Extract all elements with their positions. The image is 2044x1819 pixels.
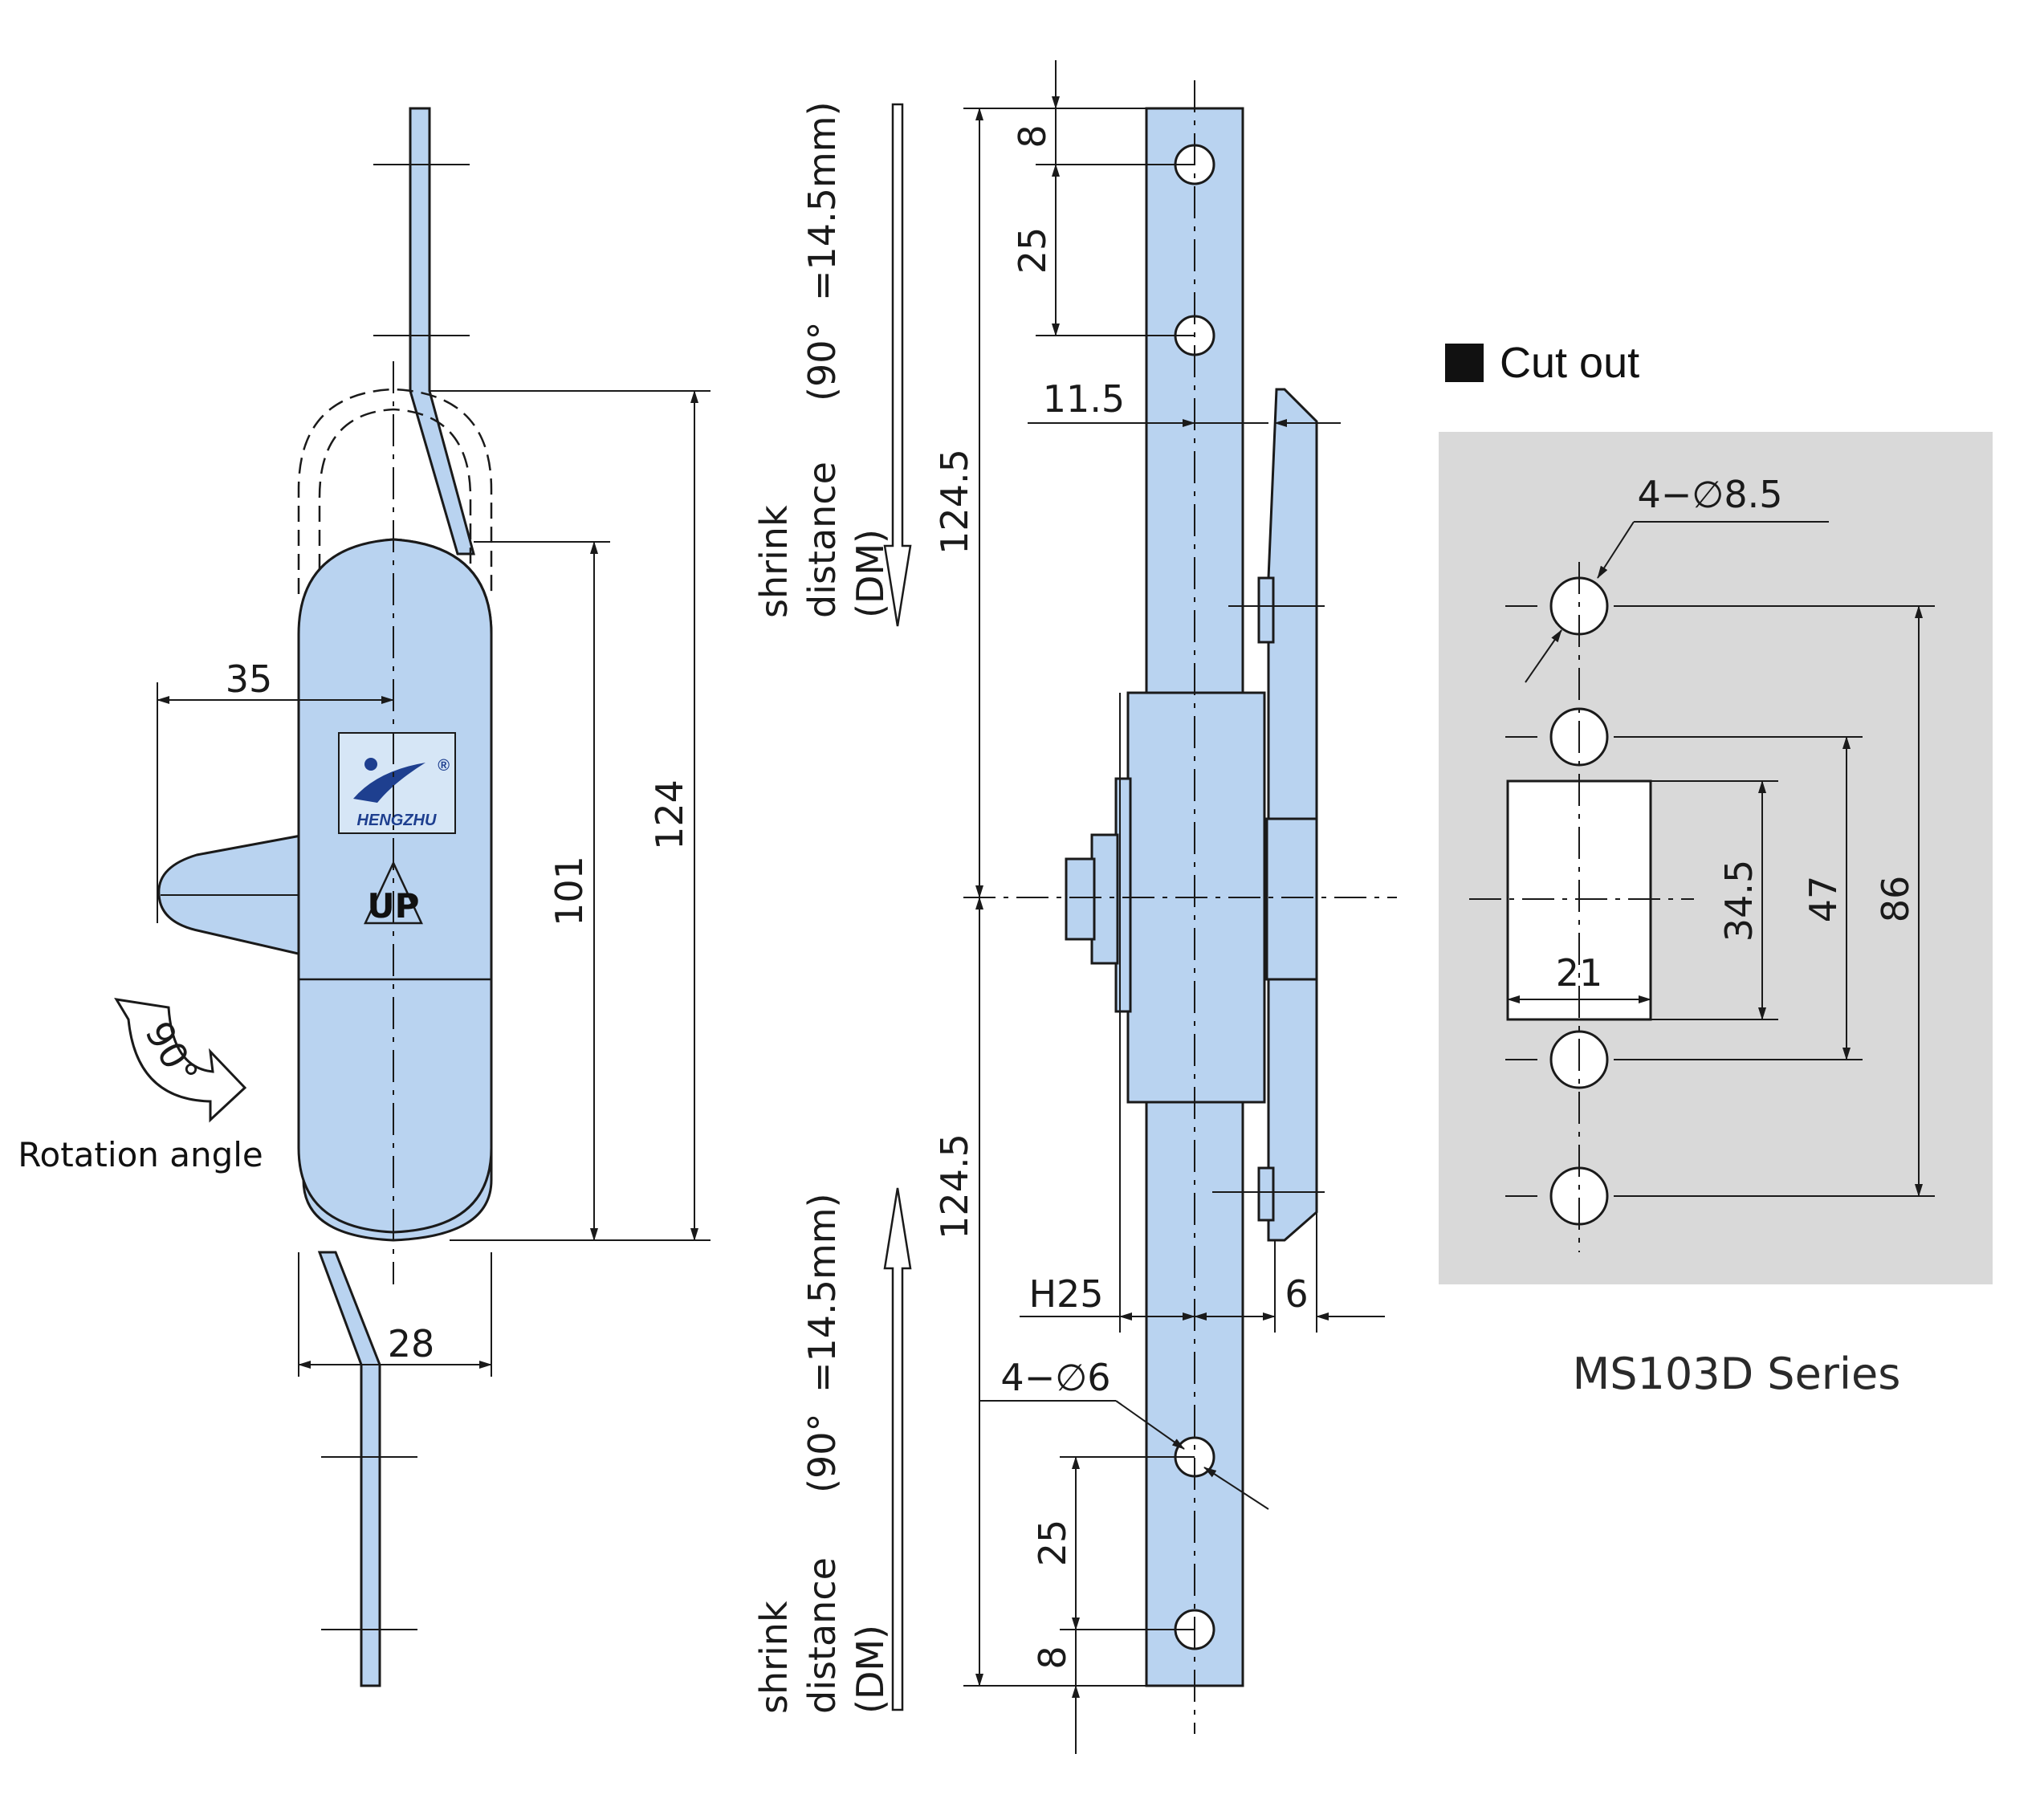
dim-25-top: 25 xyxy=(1011,227,1054,275)
front-view-lines xyxy=(883,60,1397,1754)
latch-plate xyxy=(1267,388,1318,1242)
brand-logo-icon xyxy=(353,763,425,803)
rotation-angle-label: Rotation angle xyxy=(18,1135,263,1174)
dim-8-top: 8 xyxy=(1011,124,1054,148)
brand-text: HENGZHU xyxy=(357,812,437,829)
dim-25-bottom: 25 xyxy=(1031,1520,1074,1567)
latch-lug-top xyxy=(1257,576,1275,644)
cutout-title-square xyxy=(1445,344,1484,382)
dim-6: 6 xyxy=(1285,1272,1308,1316)
dim-35: 35 xyxy=(226,657,273,701)
svg-text:=14.5mm): =14.5mm) xyxy=(800,101,844,301)
dim-101: 101 xyxy=(548,856,591,926)
svg-text:(DM): (DM) xyxy=(849,529,892,618)
nut xyxy=(1065,857,1096,941)
dim-8-bottom: 8 xyxy=(1031,1646,1074,1669)
cutout-dim-47: 47 xyxy=(1802,876,1845,923)
side-view xyxy=(157,107,493,1687)
svg-text:=14.5mm): =14.5mm) xyxy=(800,1193,844,1393)
rod-top xyxy=(409,107,475,555)
cutout-dim-34-5: 34.5 xyxy=(1717,860,1761,942)
shrink-arrow-down-icon xyxy=(883,103,912,627)
dim-124-5-bottom: 124.5 xyxy=(933,1133,976,1239)
cutout-lines xyxy=(1469,521,1935,1252)
shrink-label-top: shrink distance (DM) (90° =14.5mm) xyxy=(752,101,892,618)
handle-body xyxy=(297,538,493,1234)
dim-124-5-top: 124.5 xyxy=(933,449,976,555)
rotation-arrow-icon xyxy=(114,998,247,1123)
svg-text:shrink: shrink xyxy=(752,505,796,618)
cutout-drawing xyxy=(1506,576,1652,1226)
dim-11-5: 11.5 xyxy=(1043,377,1125,421)
cutout-dim-86: 86 xyxy=(1874,876,1917,923)
svg-text:(90°: (90° xyxy=(800,1414,844,1493)
brand-plate xyxy=(338,732,456,834)
rod-bottom xyxy=(317,1251,381,1687)
dim-28: 28 xyxy=(388,1322,435,1365)
cutout-dim-holes: 4−∅8.5 xyxy=(1637,473,1782,516)
shrink-label-bottom: shrink distance (DM) (90° =14.5mm) xyxy=(752,1193,892,1714)
series-label: MS103D Series xyxy=(1573,1349,1901,1399)
side-view-lines xyxy=(157,164,711,1630)
dim-holes-front: 4−∅6 xyxy=(1000,1356,1110,1399)
svg-text:shrink: shrink xyxy=(752,1601,796,1714)
cutout-dim-21: 21 xyxy=(1556,951,1603,995)
latch-lug-bottom xyxy=(1257,1166,1275,1222)
svg-text:distance: distance xyxy=(800,462,844,618)
svg-text:(90°: (90° xyxy=(800,322,844,401)
dim-h25: H25 xyxy=(1028,1272,1103,1316)
dim-124: 124 xyxy=(648,779,691,850)
cutout-title: Cut out xyxy=(1500,339,1639,387)
shrink-arrow-up-icon xyxy=(883,1187,912,1711)
latch-block xyxy=(1265,817,1318,981)
brand-mark: ® xyxy=(438,757,450,775)
spindle xyxy=(1090,833,1119,965)
rotation-envelope xyxy=(297,388,493,594)
svg-text:(DM): (DM) xyxy=(849,1625,892,1714)
svg-text:distance: distance xyxy=(800,1557,844,1714)
